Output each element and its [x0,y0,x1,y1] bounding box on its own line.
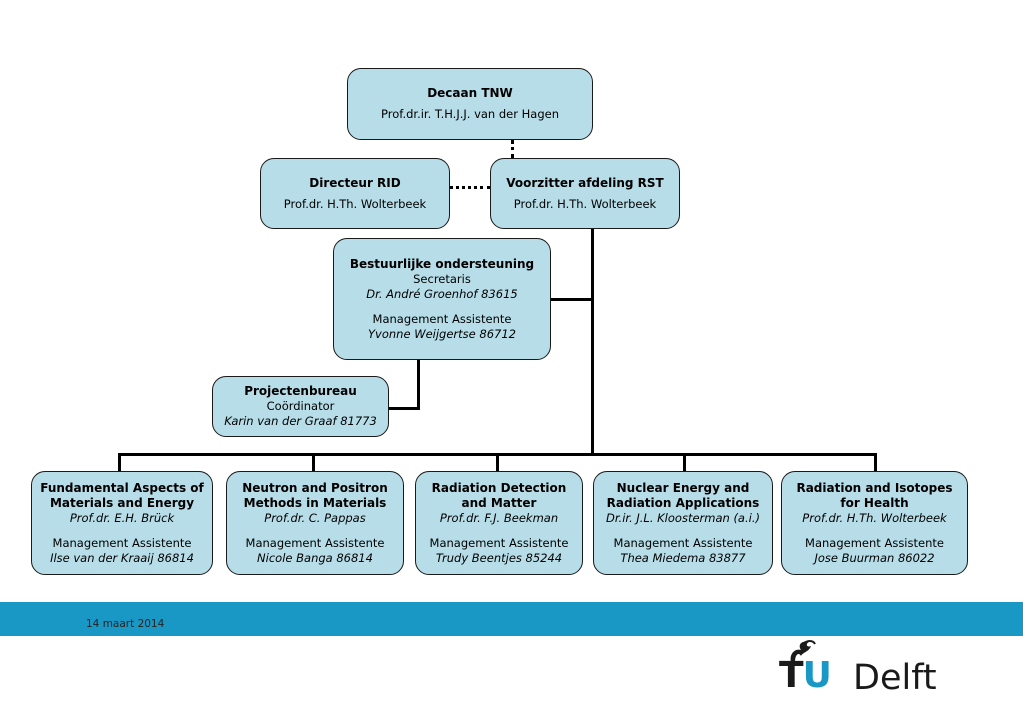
support-role1: Secretaris [413,271,471,286]
support-role2: Management Assistente [372,311,512,326]
section-role: Management Assistente [613,535,753,550]
projects-vertical-connector [417,360,420,410]
section-role: Management Assistente [805,535,944,550]
support-title: Bestuurlijke ondersteuning [349,256,535,271]
section-title: Neutron and Positron Methods in Material… [242,480,388,510]
section-assistant: Trudy Beentjes 85244 [435,550,563,565]
section-box: Fundamental Aspects of Materials and Ene… [31,471,213,575]
projects-horizontal-connector [388,407,420,410]
chair-name: Prof.dr. H.Th. Wolterbeek [513,196,657,211]
dean-name: Prof.dr.ir. T.H.J.J. van der Hagen [381,107,559,121]
logo-tu: TU [779,655,832,696]
section-assistant: Thea Miedema 83877 [620,550,746,565]
rid-chair-dotted-connector [449,186,491,189]
section-role: Management Assistente [245,535,385,550]
section-head: Dr.ir. J.L. Kloosterman (a.i.) [606,510,760,525]
projects-box: Projectenbureau Coördinator Karin van de… [212,376,389,437]
logo-u: U [802,655,832,696]
section-title: Nuclear Energy and Radiation Application… [606,480,760,510]
projects-role: Coördinator [266,399,335,413]
section-assistant: Ilse van der Kraaij 86814 [50,550,194,565]
section-box: Nuclear Energy and Radiation Application… [593,471,773,575]
section-assistant: Jose Buurman 86022 [814,550,935,565]
chair-box: Voorzitter afdeling RST Prof.dr. H.Th. W… [490,158,680,229]
footer-date: 14 maart 2014 [86,618,165,630]
flame-icon [790,640,816,662]
section-head: Prof.dr. H.Th. Wolterbeek [802,510,947,525]
projects-person: Karin van der Graaf 81773 [224,414,377,428]
projects-title: Projectenbureau [244,384,357,398]
dean-box: Decaan TNW Prof.dr.ir. T.H.J.J. van der … [347,68,593,140]
section-box: Neutron and Positron Methods in Material… [226,471,404,575]
section-head: Prof.dr. E.H. Brück [69,510,175,525]
rid-name: Prof.dr. H.Th. Wolterbeek [283,196,427,211]
section-assistant: Nicole Banga 86814 [257,550,373,565]
section-drop-4 [683,453,686,472]
logo-delft: Delft [853,658,937,698]
support-box: Bestuurlijke ondersteuning Secretaris Dr… [333,238,551,360]
support-person1: Dr. André Groenhof 83615 [366,286,518,301]
section-box: Radiation and Isotopes for Health Prof.d… [781,471,968,575]
section-head: Prof.dr. F.J. Beekman [439,510,559,525]
section-title: Radiation Detection and Matter [431,480,567,510]
section-drop-5 [874,453,877,472]
main-vertical-connector [591,229,594,455]
logo-t: T [779,655,804,696]
section-head: Prof.dr. C. Pappas [264,510,366,525]
section-drop-3 [496,453,499,472]
section-box: Radiation Detection and Matter Prof.dr. … [415,471,583,575]
dean-chair-dotted-connector [511,140,514,158]
section-drop-2 [312,453,315,472]
footer-band [0,602,1023,636]
section-role: Management Assistente [429,535,569,550]
rid-title: Directeur RID [309,175,401,190]
section-title: Fundamental Aspects of Materials and Ene… [40,480,204,510]
section-role: Management Assistente [52,535,192,550]
section-title: Radiation and Isotopes for Health [796,480,953,510]
dean-title: Decaan TNW [427,86,513,100]
tudelft-logo: TU Delft [775,636,945,698]
support-connector [550,298,593,301]
support-person2: Yvonne Weijgertse 86712 [368,326,516,341]
section-drop-1 [118,453,121,472]
chair-title: Voorzitter afdeling RST [506,175,664,190]
rid-box: Directeur RID Prof.dr. H.Th. Wolterbeek [260,158,450,229]
